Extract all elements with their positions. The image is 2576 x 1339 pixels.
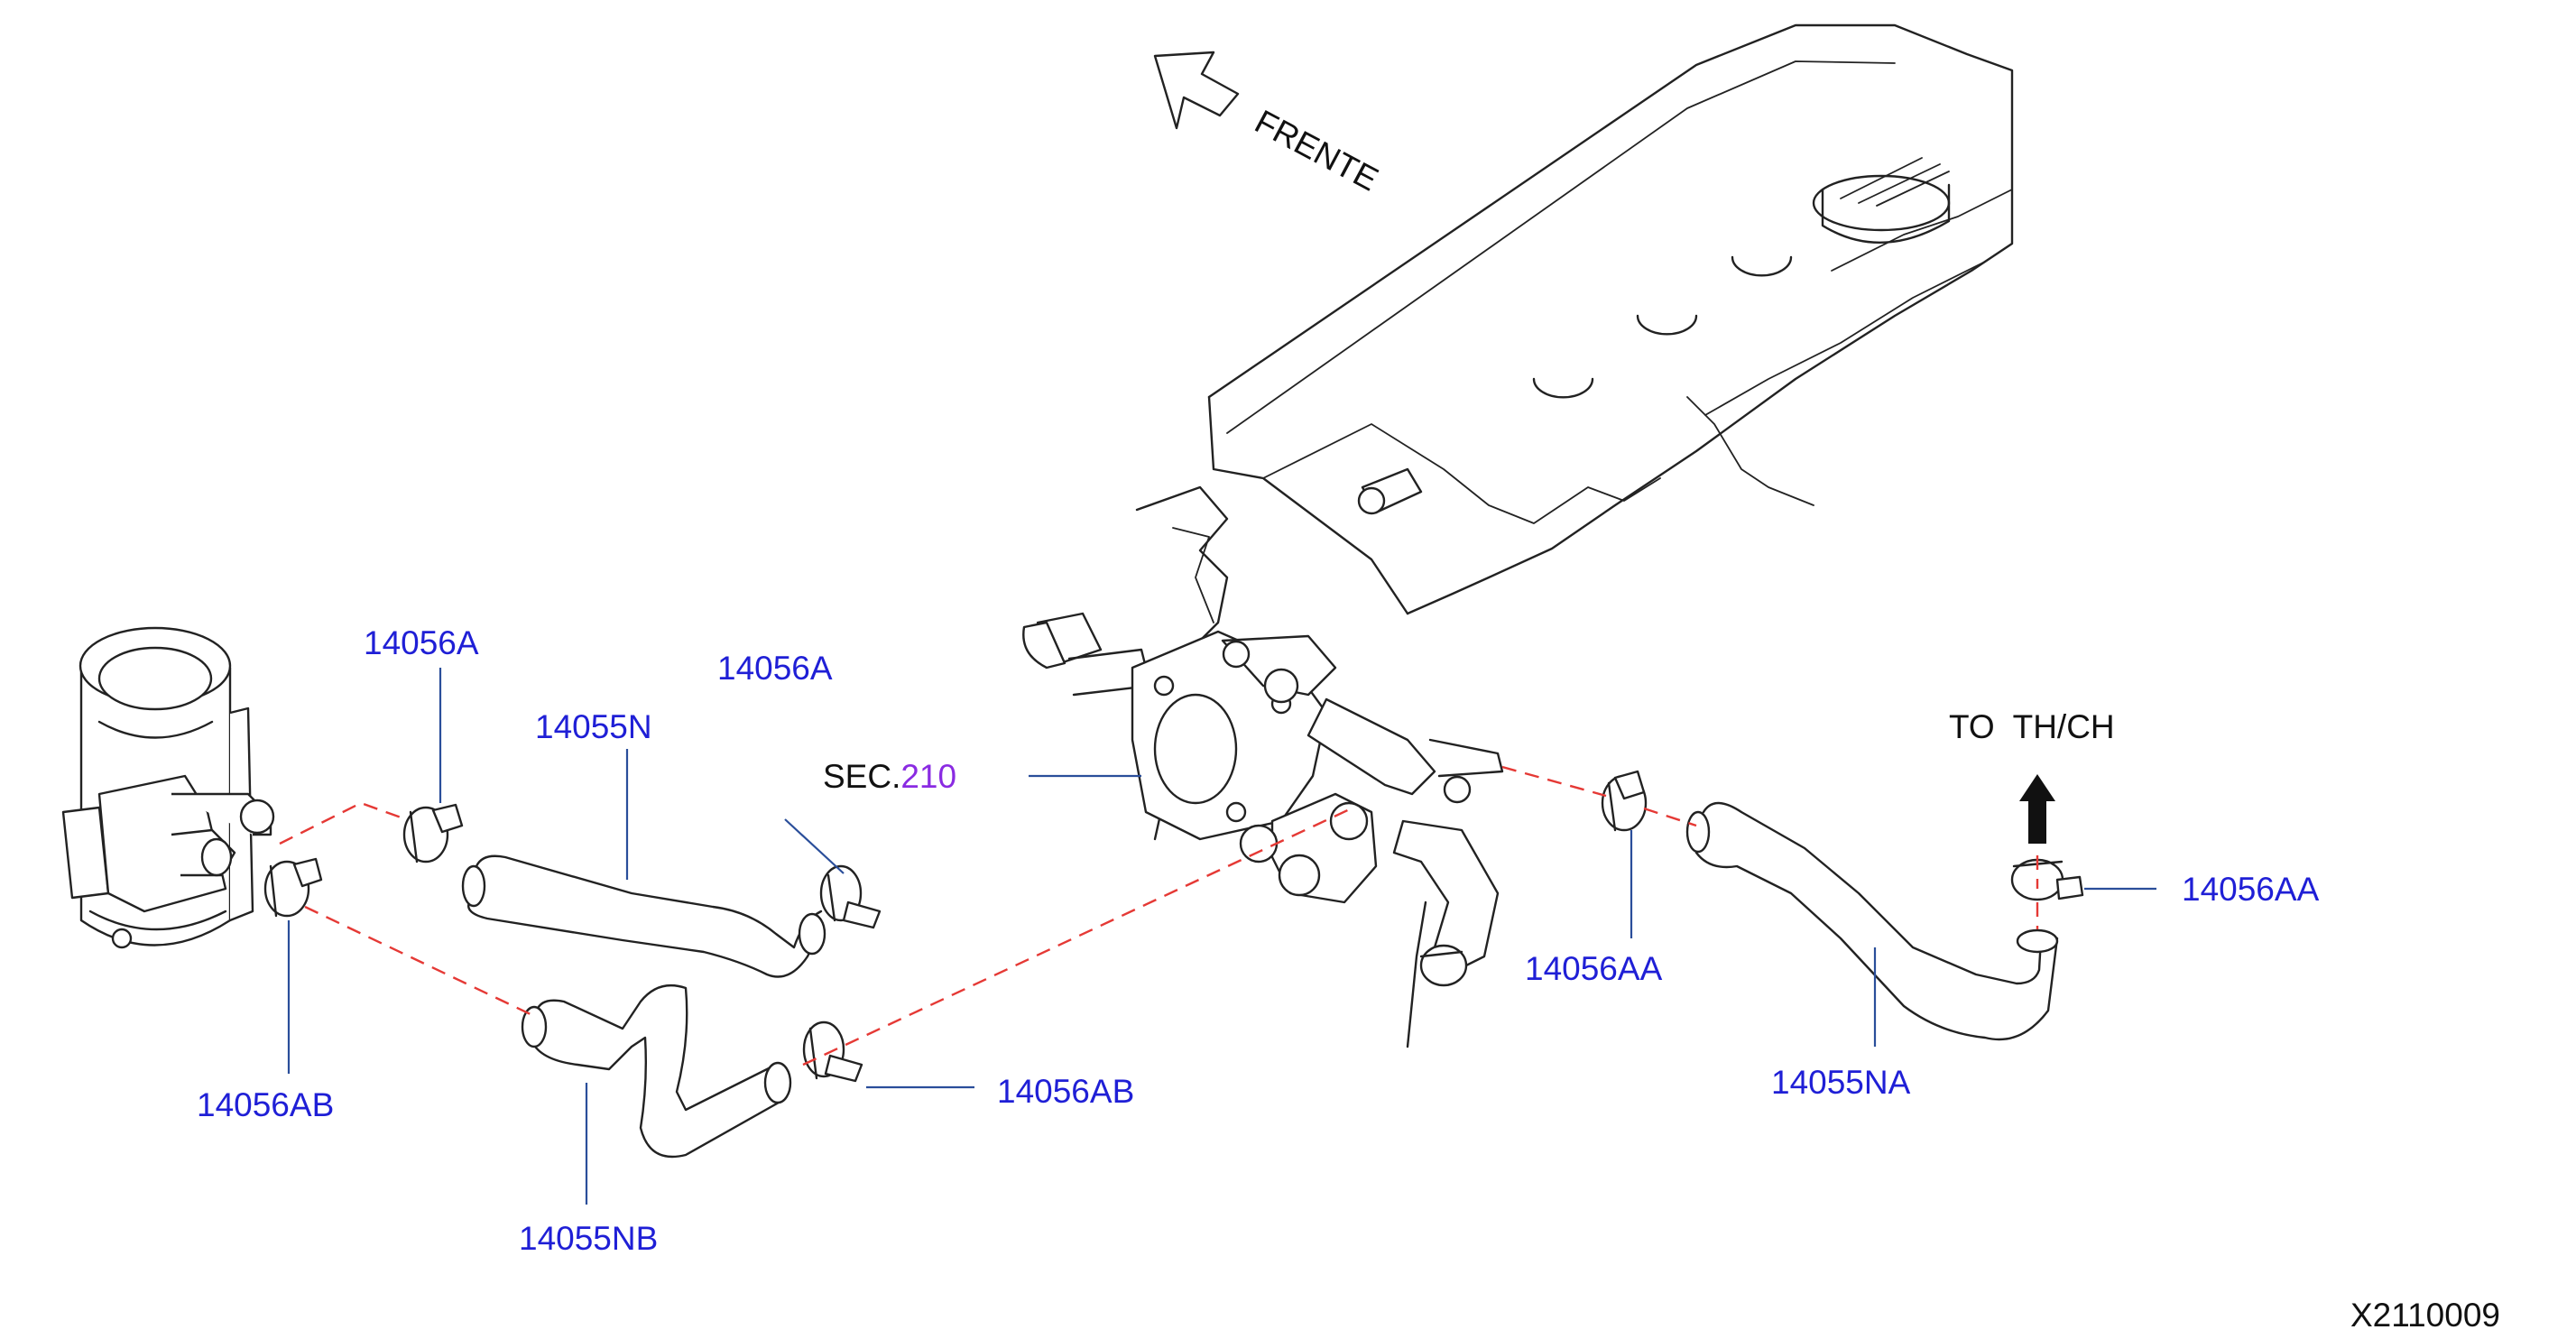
front-direction-label: FRENTE (1249, 103, 1384, 199)
leader-lines (287, 668, 2156, 1205)
clamp-icon (1601, 770, 1648, 832)
callout-14056A-right: 14056A (717, 650, 833, 687)
destination-label: TO TH/CH (1949, 708, 2115, 745)
dashed-routing-lines (279, 765, 2039, 1067)
hose-14055NA-icon (1685, 801, 2059, 1041)
callout-14055NB: 14055NB (519, 1220, 658, 1257)
clamp-icon (802, 1020, 863, 1083)
callout-14056AA-right: 14056AA (2182, 871, 2320, 908)
front-direction-arrow-icon (1153, 51, 1240, 130)
thermostat-housing-illustration (1022, 612, 1504, 987)
destination-up-arrow-icon (2019, 774, 2055, 844)
callout-14056A-upper-left: 14056A (364, 624, 479, 661)
clamp-icon (819, 864, 882, 929)
engine-head-illustration (1135, 23, 2014, 1048)
callout-14056AA-center: 14056AA (1525, 950, 1663, 987)
figure-code: X2110009 (2350, 1297, 2500, 1334)
callout-14056AB-left: 14056AB (197, 1086, 334, 1123)
clamp-icon (263, 857, 323, 918)
callout-14056AB-right: 14056AB (997, 1073, 1134, 1110)
section-prefix: SEC. (823, 758, 900, 795)
hose-14055N-icon (461, 854, 826, 978)
callout-14055NA: 14055NA (1771, 1064, 1911, 1101)
callout-14055N: 14055N (535, 708, 652, 745)
section-number[interactable]: 210 (900, 758, 956, 795)
valve-assembly-illustration (61, 626, 275, 949)
clamp-icon (2010, 858, 2084, 901)
hose-14055NB-icon (521, 983, 792, 1159)
clamp-icon (402, 803, 464, 863)
section-reference: SEC.210 (823, 758, 956, 795)
